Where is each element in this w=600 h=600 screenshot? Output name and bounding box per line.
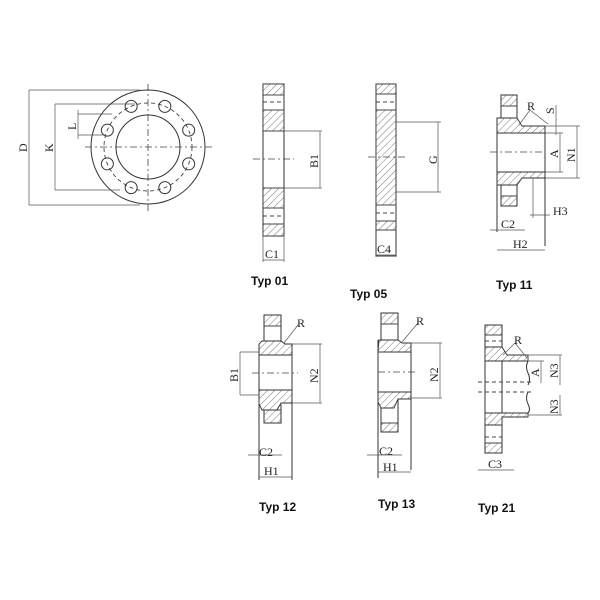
label-r: R	[416, 314, 424, 328]
label-c2: C2	[379, 444, 393, 458]
label-g: G	[426, 155, 440, 164]
label-n3-bottom: N3	[547, 399, 561, 414]
bolt-hole	[158, 99, 172, 113]
label-r: R	[527, 99, 535, 113]
bolt-hole	[124, 181, 138, 195]
typ11-title: Typ 11	[496, 278, 533, 292]
label-n2: N2	[427, 367, 441, 382]
label-d: D	[16, 143, 30, 152]
label-b1: B1	[307, 154, 321, 168]
label-h1: H1	[264, 464, 279, 478]
label-c2: C2	[501, 217, 515, 231]
label-b1: B1	[227, 368, 241, 382]
label-a: A	[547, 149, 561, 158]
label-r: R	[514, 333, 522, 347]
label-n1: N1	[564, 147, 578, 162]
typ11-section: R S A N1 H3 C2 H2 Typ 11	[490, 94, 580, 292]
label-a: A	[528, 368, 542, 377]
dimension-l	[77, 110, 112, 139]
bolt-hole	[158, 181, 172, 195]
flange-front-view: D K L	[16, 84, 212, 212]
label-k: K	[42, 143, 56, 152]
dimension-k	[54, 103, 135, 191]
label-c1: C1	[265, 247, 279, 261]
typ21-section: R A N3 N3 C3 Typ 21	[478, 324, 562, 515]
typ01-title: Typ 01	[251, 274, 288, 288]
label-h3: H3	[553, 204, 568, 218]
label-c2: C2	[259, 445, 273, 459]
typ12-section: R B1 N2 C2 H1 Typ 12	[227, 314, 322, 514]
typ13-title: Typ 13	[378, 497, 415, 511]
label-n2: N2	[307, 368, 321, 383]
label-l: L	[65, 123, 79, 130]
label-r: R	[297, 316, 305, 330]
bolt-hole	[182, 123, 196, 137]
typ05-section: G C4 Typ 05	[350, 83, 441, 301]
label-c3: C3	[488, 457, 502, 471]
bolt-holes	[100, 99, 196, 195]
typ12-title: Typ 12	[259, 500, 296, 514]
label-h1: H1	[383, 460, 398, 474]
label-h2: H2	[513, 237, 528, 251]
bolt-hole	[100, 157, 114, 171]
dimension-d	[28, 89, 140, 206]
typ05-title: Typ 05	[350, 287, 387, 301]
bolt-hole	[100, 123, 114, 137]
bolt-hole	[182, 157, 196, 171]
typ01-section: B1 C1 Typ 01	[251, 83, 322, 288]
label-c4: C4	[377, 242, 391, 256]
typ13-section: R N2 C2 H1 Typ 13	[367, 312, 442, 511]
bolt-hole	[124, 99, 138, 113]
label-n3-top: N3	[547, 363, 561, 378]
typ21-title: Typ 21	[478, 501, 515, 515]
label-s: S	[543, 107, 557, 114]
